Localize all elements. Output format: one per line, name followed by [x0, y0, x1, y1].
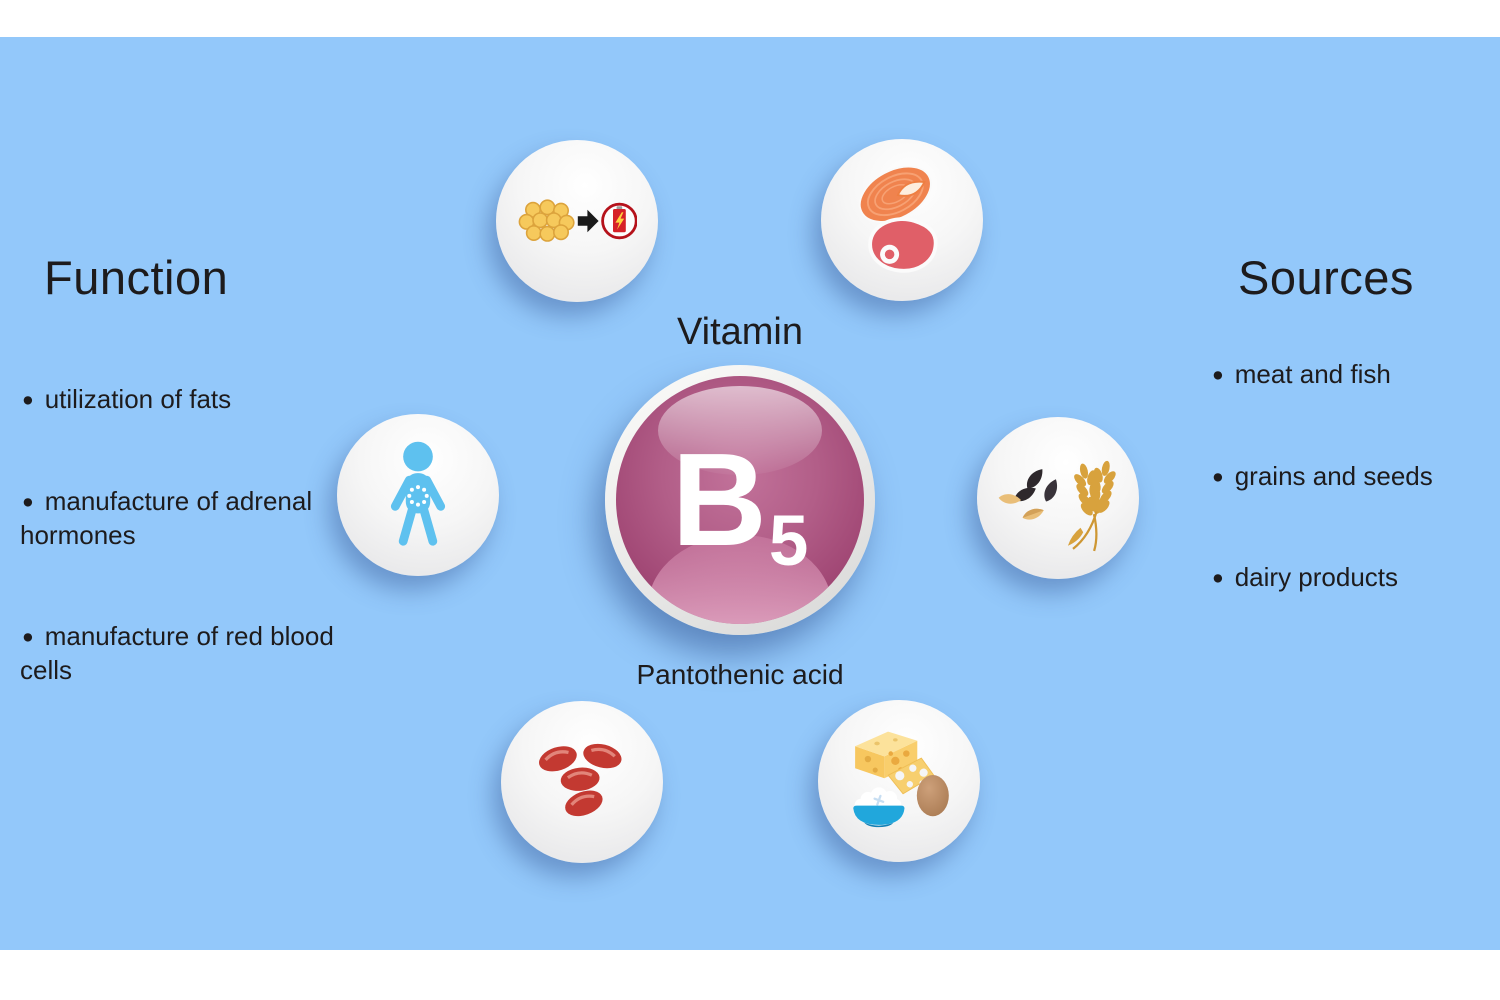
cottage-cheese-bowl-icon — [853, 787, 905, 828]
source-item-label: dairy products — [1234, 562, 1399, 592]
function-item-label: utilization of fats — [44, 384, 232, 414]
source-item-dairy-products: ● dairy products — [1210, 560, 1500, 594]
tan-seeds-icon — [998, 494, 1044, 520]
source-item-grains-and-seeds: ● grains and seeds — [1210, 459, 1500, 493]
arm-left — [390, 475, 414, 511]
dairy-products-bubble — [818, 700, 980, 862]
ball-subscript-5: 5 — [768, 502, 809, 581]
ball-glossy-surface — [616, 376, 864, 624]
wheat-leaf — [1067, 527, 1084, 546]
dairy-products-icon — [853, 731, 949, 828]
function-item-red-blood-cells: ●manufacture of red blood cells — [20, 619, 362, 687]
child-figure-icon — [390, 441, 446, 546]
fat-cells-to-energy-icon — [518, 199, 637, 242]
bullet-icon: ● — [21, 489, 34, 513]
ball-top-highlight — [658, 385, 822, 476]
arm-right — [422, 475, 446, 511]
function-item-adrenal-hormones: ●manufacture of adrenal hormones — [20, 484, 332, 552]
arrow-right-icon — [577, 209, 599, 233]
red-blood-cells-bubble — [501, 701, 663, 863]
bullet-icon: ● — [21, 624, 34, 648]
ball-label: B 5 — [605, 365, 875, 635]
lightning-bolt-icon — [615, 212, 625, 230]
red-blood-cells-icon — [539, 743, 622, 817]
blood-cell — [539, 743, 622, 817]
salmon-and-meat-icon — [858, 165, 938, 273]
cheese-wedge-icon — [855, 731, 918, 779]
vitamin-title: Vitamin — [676, 311, 804, 353]
function-item-label: manufacture of adrenal hormones — [20, 486, 313, 550]
adrenal-dots — [407, 485, 429, 507]
ball-letter-b: B — [671, 426, 767, 573]
function-heading: Function — [44, 251, 229, 304]
meat-cut-icon — [868, 217, 938, 273]
source-item-meat-and-fish: ● meat and fish — [1210, 357, 1500, 391]
source-item-label: grains and seeds — [1234, 461, 1433, 491]
salmon-steak-icon — [858, 165, 932, 223]
bowl-base — [864, 822, 894, 828]
fat-cells-cluster-icon — [518, 199, 575, 242]
black-sunflower-seeds-icon — [1014, 469, 1058, 502]
sparkle-icon — [873, 794, 885, 806]
vitamin-b5-ball: B 5 — [605, 365, 875, 635]
bowl-shape — [853, 805, 905, 825]
wheat-ears-icon — [1067, 460, 1116, 552]
meat-and-fish-bubble — [821, 139, 983, 301]
function-item-label: manufacture of red blood cells — [20, 621, 334, 685]
sources-heading: Sources — [1238, 251, 1414, 304]
function-item-utilization-of-fats: ● utilization of fats — [20, 382, 420, 416]
grains-and-seeds-icon — [998, 460, 1116, 552]
leg-right — [419, 506, 438, 546]
source-item-label: meat and fish — [1234, 359, 1391, 389]
leg-left — [398, 506, 417, 546]
bullet-icon: ● — [1211, 565, 1224, 589]
bullet-icon: ● — [1211, 464, 1224, 488]
fat-to-energy-bubble — [496, 140, 658, 302]
grains-and-seeds-bubble — [977, 417, 1139, 579]
bullet-icon: ● — [21, 387, 34, 411]
egg-icon — [916, 775, 949, 817]
pantothenic-acid-subtitle: Pantothenic acid — [636, 659, 844, 690]
child-figure-bubble — [337, 414, 499, 576]
bullet-icon: ● — [1211, 362, 1224, 386]
